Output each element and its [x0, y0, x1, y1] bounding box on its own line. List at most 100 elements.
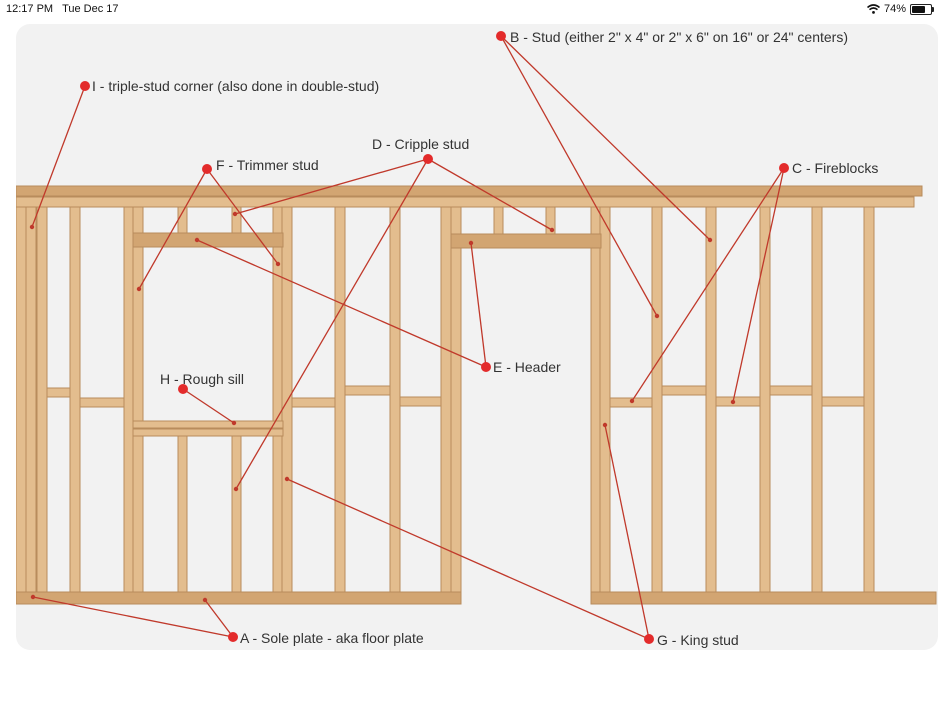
- battery-percent: 74%: [883, 3, 906, 15]
- rough-sill-leader: [182, 388, 235, 424]
- cripple-stud: [231, 435, 242, 593]
- cripple-stud-leader: [235, 158, 429, 490]
- window-header: [132, 232, 284, 248]
- status-time: 12:17 PM: [6, 3, 54, 15]
- corner-stud: [25, 206, 37, 593]
- rough-sill: [132, 420, 284, 429]
- king-stud: [440, 206, 452, 593]
- label-header: E - Header: [493, 359, 561, 375]
- stud: [863, 206, 875, 593]
- stud-callout-dot: [496, 31, 506, 41]
- trimmer-stud: [450, 206, 462, 593]
- fireblock: [661, 385, 707, 396]
- fireblock: [821, 396, 865, 407]
- cripple-stud: [493, 206, 504, 236]
- header-leader: [196, 239, 487, 368]
- label-king-stud: G - King stud: [657, 632, 739, 648]
- fireblocks-leader: [732, 167, 785, 403]
- stud: [759, 206, 771, 593]
- label-trimmer-stud: F - Trimmer stud: [216, 157, 319, 173]
- king-stud: [599, 206, 611, 593]
- sole-plate-callout-dot: [228, 632, 238, 642]
- triple-stud-corner-target-dot: [29, 224, 35, 230]
- header-callout-dot: [481, 362, 491, 372]
- stud-leader: [500, 35, 711, 241]
- header-target-dot: [468, 240, 474, 246]
- header-leader: [470, 242, 487, 368]
- stud: [334, 206, 346, 593]
- stud-leader: [500, 35, 658, 317]
- cripple-stud-callout-dot: [423, 154, 433, 164]
- fireblocks-leader: [631, 167, 785, 402]
- king-stud-target-dot: [602, 422, 608, 428]
- sole-plate-target-dot: [202, 597, 208, 603]
- rough-sill: [132, 428, 284, 437]
- label-rough-sill: H - Rough sill: [160, 371, 244, 387]
- fireblocks-target-dot: [730, 399, 736, 405]
- status-time-date: 12:17 PM Tue Dec 17: [6, 3, 119, 15]
- sole-plate-leader: [32, 596, 234, 638]
- fireblocks-callout-dot: [779, 163, 789, 173]
- label-stud: B - Stud (either 2" x 4" or 2" x 6" on 1…: [510, 29, 848, 45]
- trimmer-stud-leader: [138, 168, 208, 290]
- label-cripple-stud: D - Cripple stud: [372, 136, 469, 152]
- triple-stud-corner-callout-dot: [80, 81, 90, 91]
- cripple-stud: [177, 206, 188, 234]
- fireblock: [344, 385, 391, 396]
- trimmer-stud-target-dot: [275, 261, 281, 267]
- king-stud: [281, 206, 293, 593]
- king-stud-leader: [286, 478, 650, 640]
- battery-icon: [910, 3, 934, 15]
- leader-lines: [31, 35, 785, 640]
- sole-plate: [590, 591, 937, 605]
- callout-labels: A - Sole plate - aka floor plate B - Stu…: [92, 29, 878, 648]
- stud: [651, 206, 663, 593]
- battery-tip: [932, 6, 934, 12]
- label-fireblocks: C - Fireblocks: [792, 160, 878, 176]
- cripple-stud: [177, 435, 188, 593]
- status-bar: 12:17 PM Tue Dec 17 74%: [0, 0, 940, 18]
- status-date: Tue Dec 17: [62, 3, 119, 15]
- triple-stud-corner-leader: [31, 85, 86, 228]
- stud-target-dot: [707, 237, 713, 243]
- label-sole-plate: A - Sole plate - aka floor plate: [240, 630, 424, 646]
- sole-plate-target-dot: [30, 594, 36, 600]
- header-target-dot: [194, 237, 200, 243]
- corner-stud: [16, 206, 27, 593]
- fireblock: [291, 397, 336, 408]
- trimmer-stud-target-dot: [136, 286, 142, 292]
- trimmer-stud-callout-dot: [202, 164, 212, 174]
- fireblock: [399, 396, 442, 407]
- stud: [811, 206, 823, 593]
- fireblock: [769, 385, 813, 396]
- king-stud-callout-dot: [644, 634, 654, 644]
- door-header: [450, 233, 602, 249]
- cripple-stud-target-dot: [232, 211, 238, 217]
- fireblock: [715, 396, 761, 407]
- stud: [389, 206, 401, 593]
- label-triple-stud-corner: I - triple-stud corner (also done in dou…: [92, 78, 379, 94]
- sole-plate: [16, 591, 462, 605]
- wifi-icon: [866, 4, 880, 14]
- stud: [705, 206, 717, 593]
- sole-plate-leader: [204, 599, 234, 638]
- wall-framing-diagram: A - Sole plate - aka floor plate B - Stu…: [16, 24, 938, 650]
- cripple-stud-target-dot: [233, 486, 239, 492]
- fireblocks-target-dot: [629, 398, 635, 404]
- fireblock: [79, 397, 125, 408]
- status-indicators: 74%: [866, 3, 934, 15]
- king-stud-target-dot: [284, 476, 290, 482]
- cripple-stud-target-dot: [549, 227, 555, 233]
- callout-dots: [29, 31, 789, 644]
- top-plate: [16, 185, 923, 197]
- trimmer-stud-leader: [206, 168, 279, 265]
- wall-framing: [16, 185, 937, 605]
- stud-target-dot: [654, 313, 660, 319]
- cripple-stud-leader: [427, 158, 553, 231]
- corner-stud: [36, 206, 48, 593]
- cripple-stud: [231, 206, 242, 234]
- trimmer-stud: [132, 206, 144, 593]
- cripple-stud-leader: [234, 158, 429, 215]
- stud: [69, 206, 81, 593]
- king-stud-leader: [604, 424, 650, 640]
